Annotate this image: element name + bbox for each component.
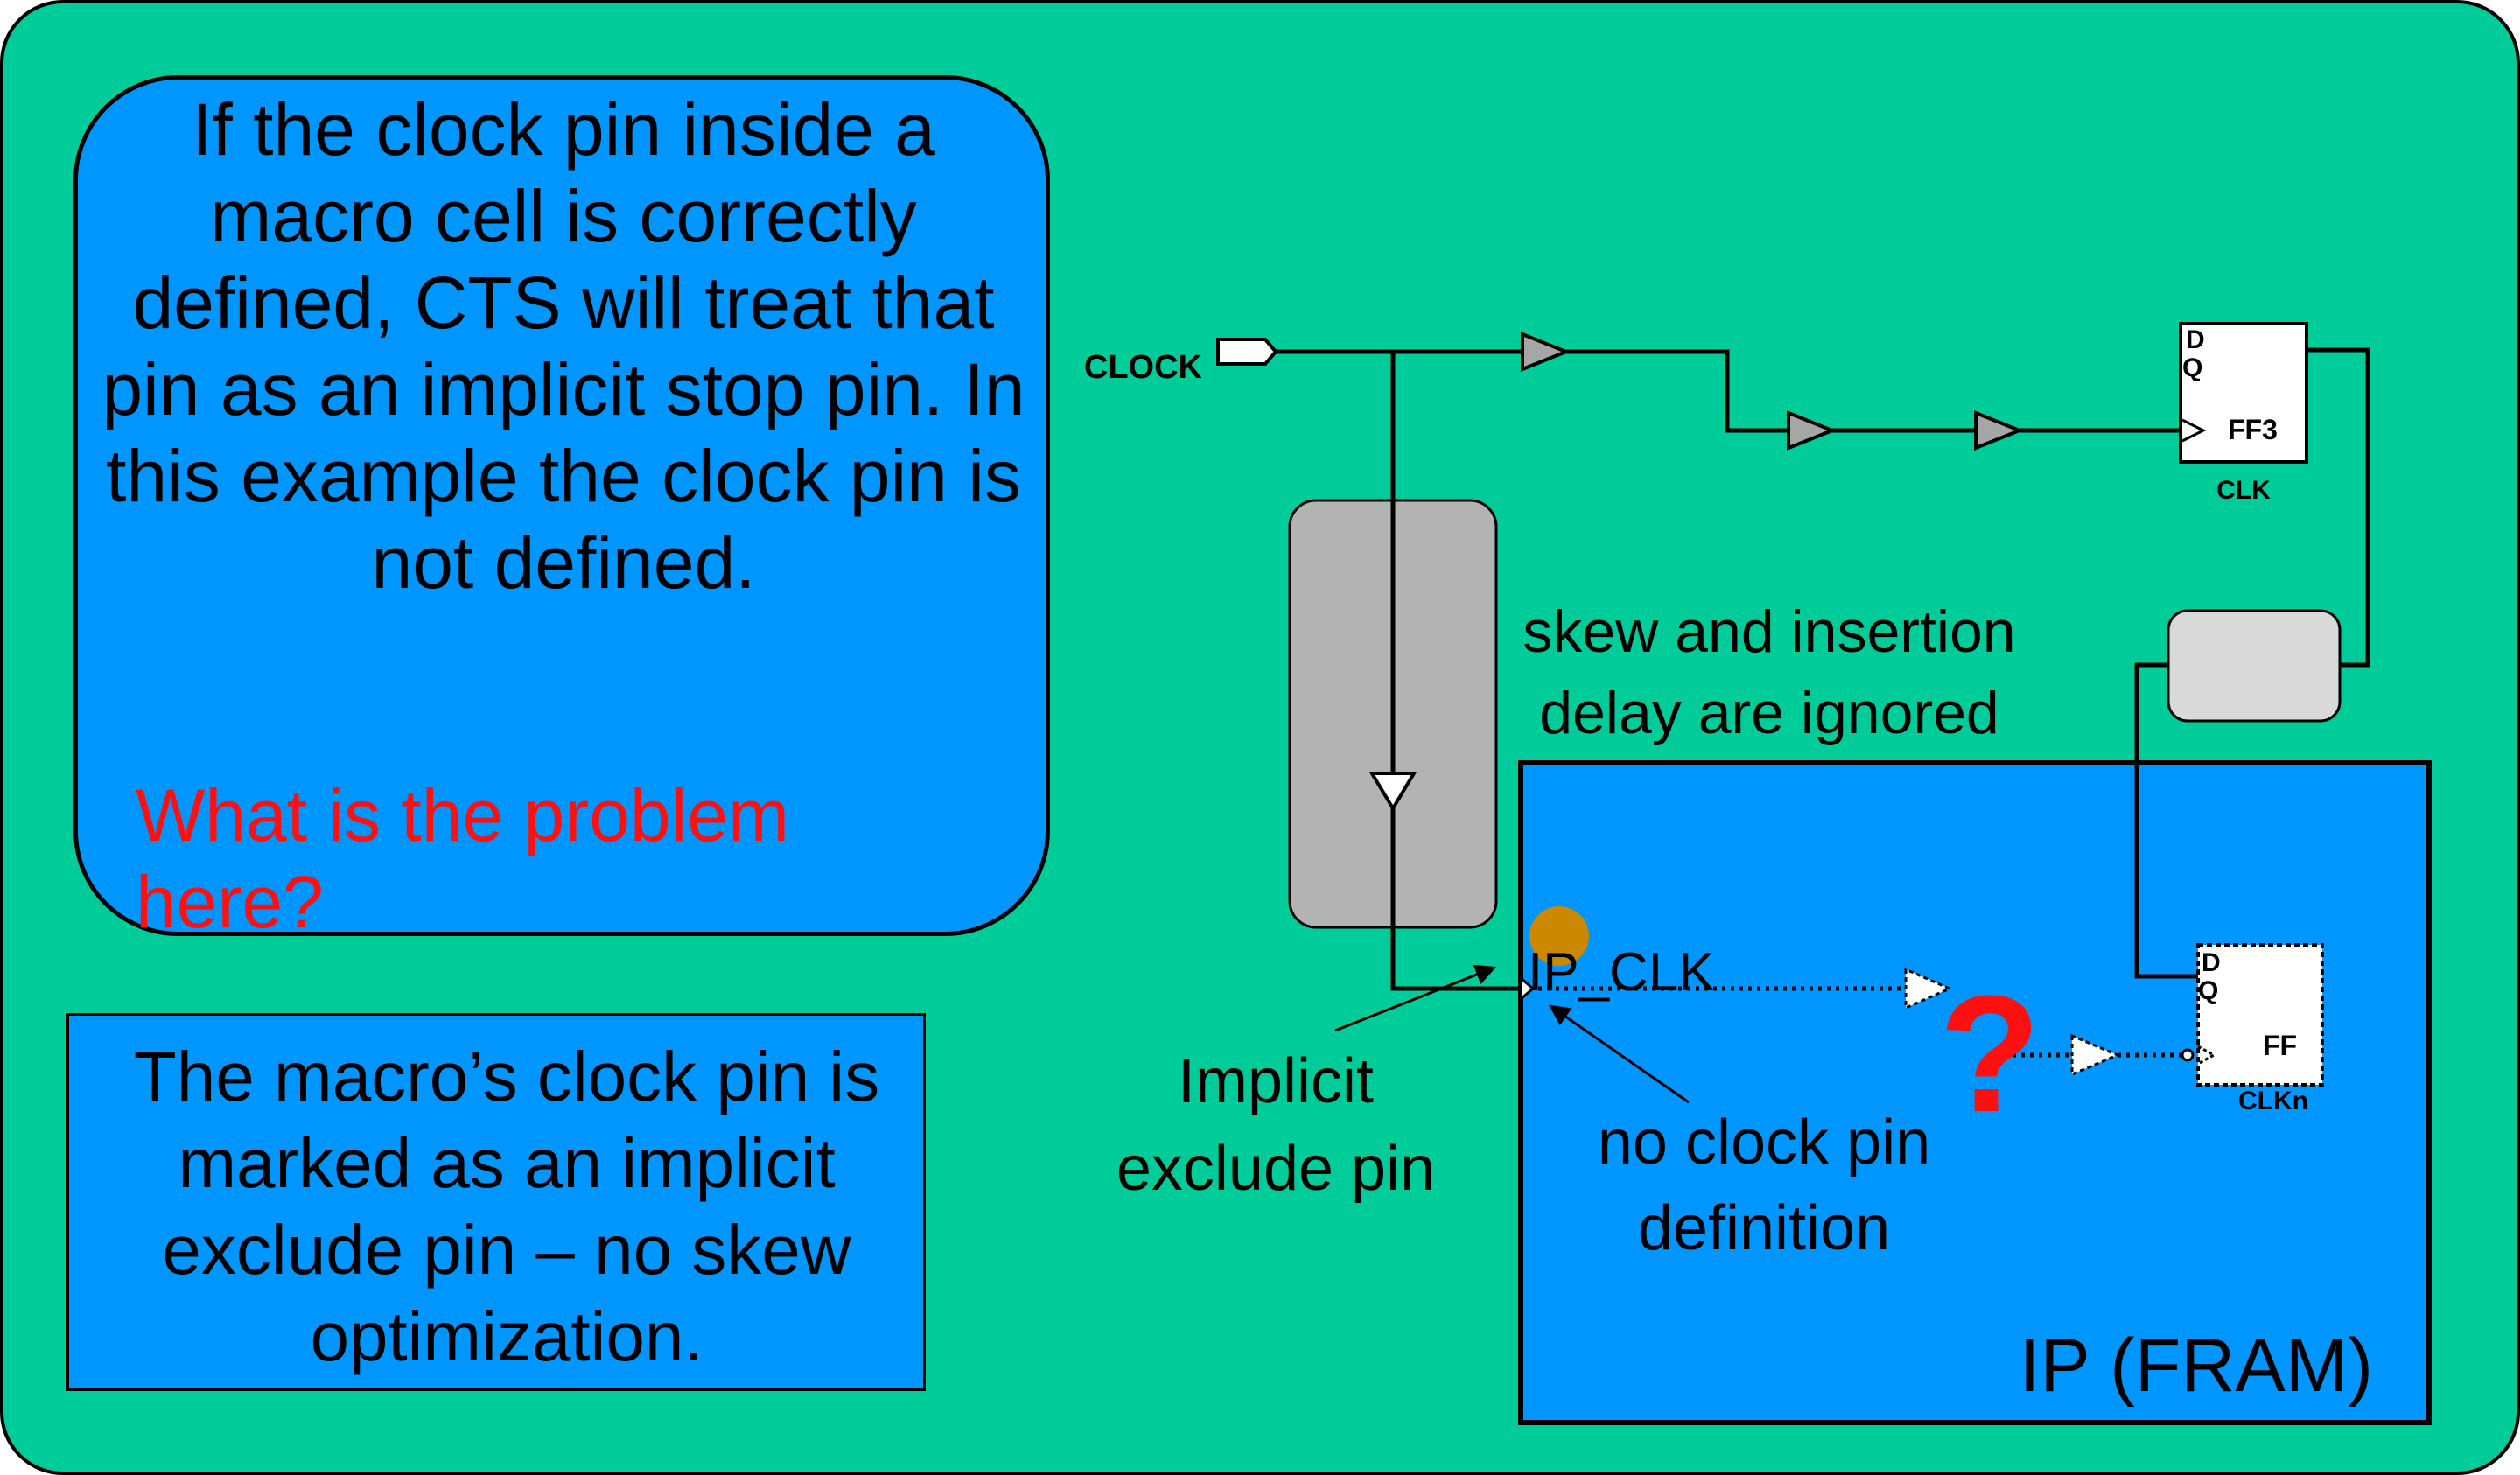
skew-note-line2: delay are ignored — [1539, 680, 1998, 746]
inner-ff-clk-label: CLKn — [2238, 1087, 2308, 1115]
implicit-label-line2: exclude pin — [1116, 1134, 1435, 1204]
ff3-output-net — [2306, 347, 2370, 668]
ff3-clk-label: CLK — [2216, 476, 2271, 505]
answer-callout: The macro’s clock pin is marked as an im… — [66, 1013, 926, 1391]
implicit-label-leader — [1334, 964, 1497, 1032]
gray-module-buffer-icon — [1368, 772, 1418, 812]
no-def-label-leader — [1549, 1004, 1690, 1104]
buffer-1-icon — [1521, 332, 1572, 372]
implicit-label-line1: Implicit — [1178, 1046, 1374, 1116]
ip-clk-label: IP_CLK — [1528, 942, 1715, 1003]
ip-block-label: IP (FRAM) — [2019, 1324, 2373, 1408]
buffer-2-icon — [1787, 410, 1838, 451]
question-callout: If the clock pin inside a macro cell is … — [74, 75, 1050, 943]
inner-ff-q-label: Q — [2198, 976, 2218, 1005]
ff3-q-label: Q — [2182, 353, 2202, 382]
clock-net-branch — [1390, 352, 1522, 991]
inner-ff-name: FF — [2263, 1030, 2297, 1061]
clock-port-label: CLOCK — [1084, 349, 1203, 386]
answer-callout-text: The macro’s clock pin is marked as an im… — [133, 1038, 880, 1375]
question-callout-text: If the clock pin inside a macro cell is … — [102, 88, 1026, 604]
clock-net-to-ff3 — [1566, 349, 1788, 433]
internal-buffer-1-icon — [1904, 967, 1953, 1010]
ff3-d-label: D — [2186, 325, 2205, 354]
skew-note-line1: skew and insertion — [1522, 598, 2015, 665]
internal-buffer-2-icon — [2070, 1033, 2121, 1077]
light-block-output-net — [2134, 662, 2198, 979]
ff3-name: FF3 — [2228, 414, 2278, 445]
buffer-3-icon — [1974, 410, 2025, 451]
ip-block — [1518, 760, 2432, 1425]
light-block — [2166, 609, 2342, 723]
inner-ff-cell — [2196, 943, 2324, 1087]
question-callout-question: What is the problem here? — [136, 774, 789, 943]
question-mark: ? — [1939, 961, 2040, 1147]
ip-clk-pin-dot — [1530, 906, 1589, 966]
inner-ff-d-label: D — [2202, 948, 2221, 977]
inner-ff-inversion-bubble — [2180, 1048, 2194, 1062]
no-def-label-line1: no clock pin — [1598, 1108, 1930, 1178]
clock-port-icon — [1216, 338, 1278, 366]
ff3-cell — [2179, 322, 2308, 464]
no-def-label-line2: definition — [1638, 1193, 1890, 1263]
ff3-clock-symbol — [2181, 418, 2207, 443]
ip-clk-pin-icon — [1519, 975, 1536, 1003]
